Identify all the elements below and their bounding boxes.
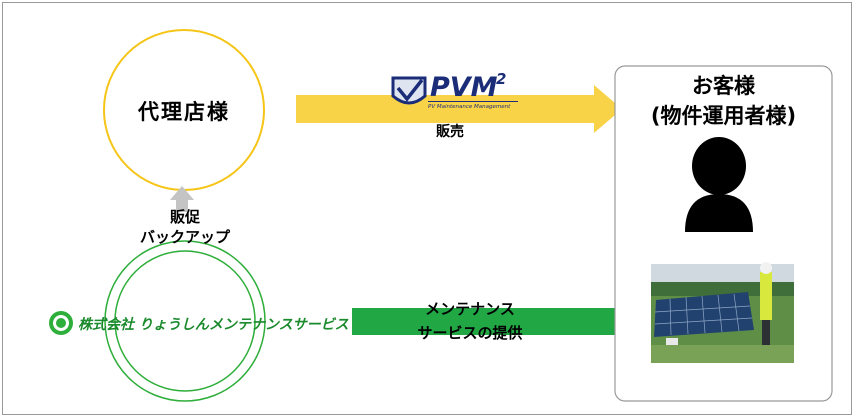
solar-panel-photo (651, 262, 794, 363)
diagram-frame (2, 2, 852, 415)
company-emblem (49, 311, 73, 335)
pvm-logo-superscript: 2 (496, 70, 506, 88)
pvm-logo: PVM 2 PV Maintenance Management (391, 70, 518, 110)
agency-label: 代理店様 (138, 100, 230, 124)
maintenance-label-line1: メンテナンス (425, 300, 515, 318)
company-name: 株式会社 りょうしんメンテナンスサービス (78, 317, 349, 333)
pvm-logo-subtitle: PV Maintenance Management (428, 104, 511, 110)
promotion-label-line1: 販促 (169, 208, 200, 226)
promotion-arrow (170, 186, 194, 212)
customer-label-line1: お客様 (692, 74, 755, 98)
pvm-logo-text: PVM (430, 72, 498, 103)
maintenance-label-line2: サービスの提供 (417, 324, 523, 342)
customer-label-line2: (物件運用者様) (650, 104, 797, 128)
person-icon (685, 137, 753, 232)
maintenance-arrow (352, 297, 654, 346)
promotion-label-line2: バックアップ (139, 228, 230, 246)
company-circle-inner (114, 250, 256, 392)
company-circle-outer (104, 240, 266, 402)
sale-label: 販売 (436, 124, 464, 140)
sale-arrow (296, 85, 622, 133)
